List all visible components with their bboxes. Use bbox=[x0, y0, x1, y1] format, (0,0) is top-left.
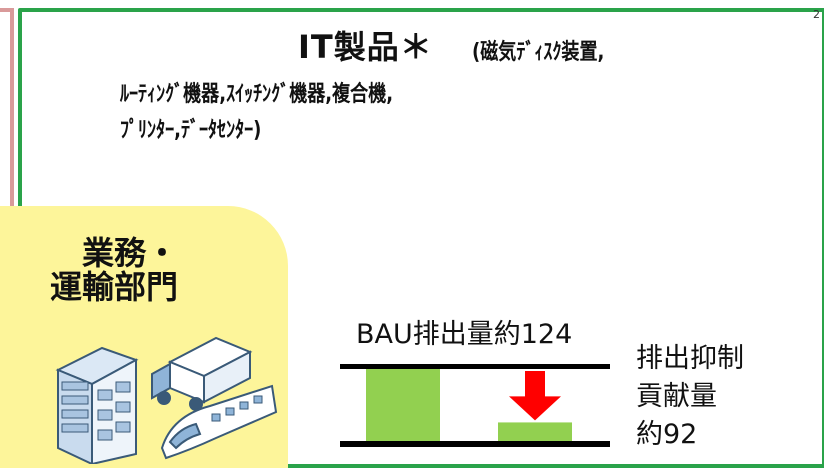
reduction-chart bbox=[340, 364, 610, 447]
reduction-arrow-shaft bbox=[525, 371, 545, 399]
sector-illustration bbox=[55, 336, 278, 464]
reduction-arrow-head bbox=[509, 396, 561, 421]
title-detail-line3: ﾌﾟﾘﾝﾀｰ,ﾃﾞｰﾀｾﾝﾀｰ) bbox=[120, 118, 262, 143]
reduction-label-line2: 貢献量 bbox=[636, 381, 717, 412]
title-detail-line1: (磁気ﾃﾞｨｽｸ装置, bbox=[472, 40, 605, 65]
bar-reduced bbox=[498, 422, 572, 441]
page-number: 2 bbox=[813, 8, 820, 21]
bau-level-line bbox=[340, 364, 610, 369]
truck-icon bbox=[151, 336, 253, 411]
bar-bau bbox=[366, 369, 440, 441]
office-building-icon bbox=[55, 346, 139, 464]
reduction-label-line1: 排出抑制 bbox=[636, 343, 744, 374]
baseline-axis bbox=[340, 441, 610, 447]
sector-label-line2: 運輸部門 bbox=[50, 268, 179, 306]
reduction-label-line3: 約92 bbox=[636, 419, 698, 450]
bau-label: BAU排出量約124 bbox=[356, 319, 573, 350]
reduction-label: 排出抑制 貢献量 約92 bbox=[636, 340, 744, 454]
title-detail-line2: ﾙｰﾃｨﾝｸﾞ機器,ｽｲｯﾁﾝｸﾞ機器,複合機, bbox=[120, 82, 394, 107]
sector-label-line1: 業務・ bbox=[82, 234, 179, 272]
train-icon bbox=[160, 384, 278, 460]
title-main: IT製品＊ bbox=[298, 28, 433, 66]
